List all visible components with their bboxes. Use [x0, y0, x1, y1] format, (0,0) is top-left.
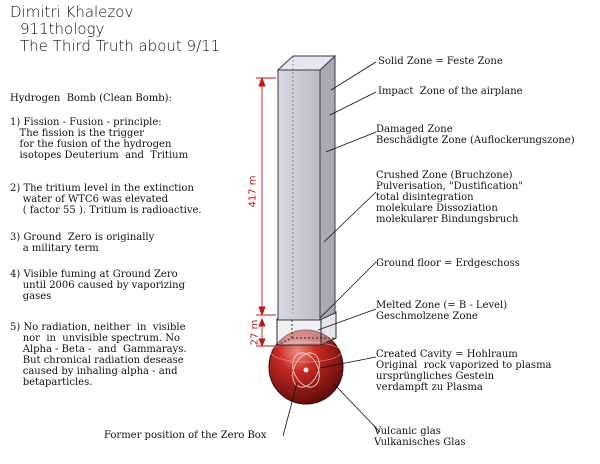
tower-height-label: 417 m [247, 175, 259, 208]
bomb-heading: Hydrogen Bomb (Clean Bomb): [10, 93, 172, 104]
book-subtitle: The Third Truth about 9/11 [20, 37, 221, 55]
vulcanic-glass-label: Vulcanic glas Vulkanisches Glas [374, 426, 466, 448]
melted-zone-label: Melted Zone (= B - Level) Geschmolzene Z… [376, 300, 508, 322]
damaged-zone-label: Damaged Zone Beschädigte Zone (Auflocker… [376, 124, 575, 146]
box-height-label: 27 m [249, 319, 261, 346]
author-name: Dimitri Khalezov [10, 3, 134, 21]
cavity-label: Created Cavity = Hohlraum Original rock … [376, 349, 552, 393]
point-4: 4) Visible fuming at Ground Zero until 2… [10, 269, 185, 302]
tower-column [276, 54, 337, 321]
point-5: 5) No radiation, neither in visible nor … [10, 322, 187, 388]
dimension-417 [256, 76, 276, 317]
dimension-27 [256, 317, 276, 348]
leader-lines [282, 61, 381, 437]
solid-zone-label: Solid Zone = Feste Zone [378, 56, 503, 67]
point-2: 2) The tritium level in the extinction w… [10, 183, 202, 216]
point-3: 3) Ground Zero is originally a military … [10, 232, 155, 254]
impact-zone-label: Impact Zone of the airplane [378, 86, 523, 97]
zero-box-label: Former position of the Zero Box [104, 430, 267, 441]
point-1: 1) Fission - Fusion - principle: The fis… [10, 117, 189, 161]
crushed-zone-label: Crushed Zone (Bruchzone) Pulverisation, … [376, 170, 523, 225]
cavity-sphere [268, 329, 344, 405]
book-title: 911thology [20, 20, 105, 38]
ground-floor-label: Ground floor = Erdgeschoss [376, 258, 520, 269]
